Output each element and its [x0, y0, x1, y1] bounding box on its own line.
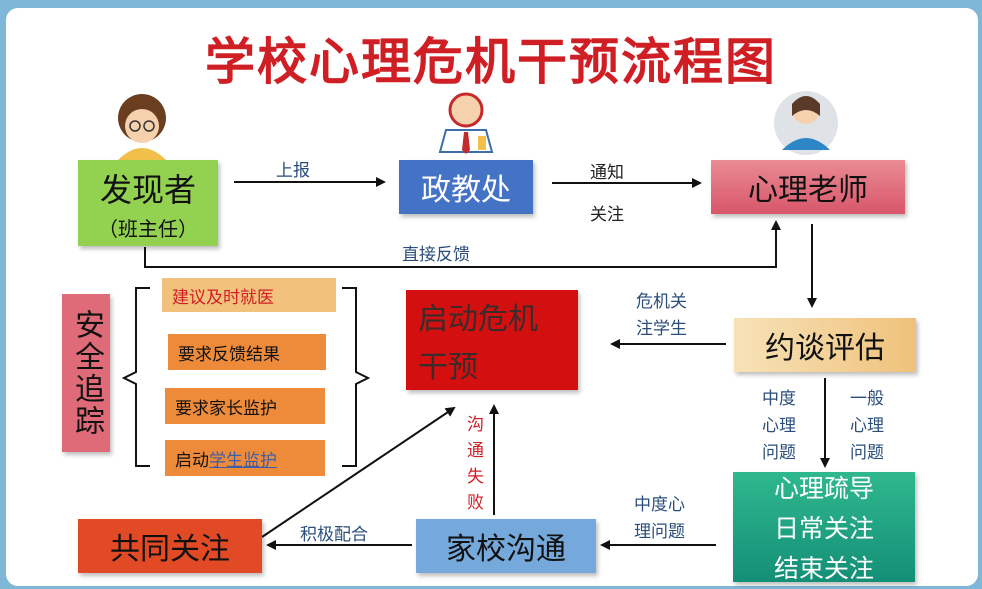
finder-title: 发现者 [99, 170, 196, 209]
safety-item: 建议及时就医 [162, 278, 336, 312]
edge-label-report: 上报 [276, 161, 310, 181]
start-crisis-node: 启动危机 干预 [406, 290, 578, 390]
edge-label-moderate-2: 心理 [762, 416, 796, 436]
assess-label: 约谈评估 [765, 331, 885, 366]
edge-label-moderate-1: 中度 [762, 389, 796, 409]
edge-label-comm-fail-4: 败 [467, 493, 484, 513]
counsel-line2: 日常关注 [773, 514, 874, 543]
edge-label-general-2: 心理 [850, 416, 884, 436]
start-crisis-line2: 干预 [418, 350, 478, 385]
political-office-node: 政教处 [399, 160, 533, 214]
safety-item: 启动 学生监护 [165, 440, 325, 476]
finder-subtitle: （班主任） [98, 216, 198, 241]
edge-label-focus: 关注 [590, 205, 624, 225]
safety-item: 要求家长监护 [165, 388, 325, 424]
officer-tie-icon [438, 92, 494, 154]
edge-label-crisis-focus-2: 注学生 [636, 319, 687, 339]
joint-label: 共同关注 [110, 532, 230, 567]
safety-line1: 安全 [69, 309, 104, 373]
left-brace [121, 287, 150, 467]
right-brace [342, 287, 371, 467]
safety-item: 要求反馈结果 [168, 334, 326, 370]
edge-label-comm-fail-2: 通 [467, 441, 484, 461]
edge-label-comm-fail-1: 沟 [467, 415, 484, 435]
edge-label-general-3: 问题 [850, 443, 884, 463]
edge-label-general-1: 一般 [850, 389, 884, 409]
safety-item-prefix: 启动 [175, 450, 209, 471]
student-guardianship-link[interactable]: 学生监护 [209, 450, 277, 471]
edge-label-cooperate: 积极配合 [300, 525, 368, 545]
edge-label-moderate-issue-2: 理问题 [634, 522, 685, 542]
arrow-joint-to-crisis [261, 406, 456, 538]
edge-label-crisis-focus-1: 危机关 [636, 292, 687, 312]
safety-item-label: 要求家长监护 [175, 398, 277, 419]
safety-node: 安全 追踪 [62, 294, 110, 452]
political-office-label: 政教处 [421, 173, 511, 208]
edge-label-moderate-issue-1: 中度心 [634, 495, 685, 515]
counsel-line1: 心理疏导 [773, 474, 874, 503]
finder-node: 发现者 （班主任） [78, 160, 218, 246]
safety-item-label: 建议及时就医 [172, 287, 274, 308]
teacher-glasses-icon [118, 94, 166, 160]
start-crisis-line1: 启动危机 [418, 302, 538, 337]
psych-teacher-node: 心理老师 [711, 160, 905, 214]
edge-label-moderate-3: 问题 [762, 443, 796, 463]
edge-label-notify: 通知 [590, 163, 624, 183]
edge-label-direct-feedback: 直接反馈 [402, 245, 470, 265]
female-teacher-icon [774, 91, 838, 155]
edge-label-comm-fail-3: 失 [467, 467, 484, 487]
counsel-line3: 结束关注 [773, 554, 874, 583]
home-school-node: 家校沟通 [416, 519, 596, 573]
assess-node: 约谈评估 [734, 318, 916, 372]
safety-line2: 追踪 [69, 373, 104, 437]
psych-teacher-label: 心理老师 [748, 173, 868, 208]
counsel-node: 心理疏导 日常关注 结束关注 [733, 472, 915, 583]
arrow-direct-feedback [144, 220, 781, 268]
home-school-label: 家校沟通 [446, 532, 566, 567]
safety-item-label: 要求反馈结果 [178, 344, 280, 365]
joint-node: 共同关注 [78, 519, 262, 573]
page-title: 学校心理危机干预流程图 [205, 32, 777, 91]
